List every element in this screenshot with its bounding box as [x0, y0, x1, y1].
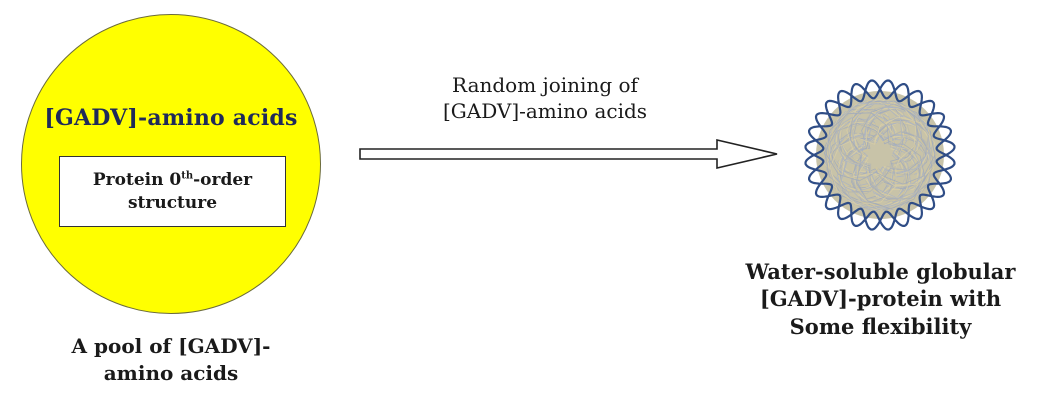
- protein-chain-outline: [804, 79, 956, 231]
- tangle-strand: [833, 102, 931, 212]
- arrow-label: Random joining of [GADV]-amino acids: [442, 73, 648, 123]
- process-arrow: [359, 138, 778, 170]
- tangle-strand: [836, 100, 935, 211]
- pool-title: [GADV]-amino acids: [44, 105, 298, 131]
- pool-caption: A pool of [GADV]- amino acids: [71, 334, 271, 385]
- globule-tangle: [823, 98, 937, 212]
- tangle-strand: [825, 103, 935, 200]
- tangle-strand: [827, 99, 936, 209]
- globular-protein-graphic: [804, 79, 956, 231]
- structure-label-line1: Protein 0th-order: [92, 170, 253, 191]
- tangle-strand: [825, 100, 936, 210]
- protein-caption: Water-soluble globular [GADV]-protein wi…: [745, 259, 1016, 339]
- protein-zeroth-order-structure-box: Protein 0th-order structure: [59, 156, 286, 227]
- structure-label-line2: structure: [127, 192, 218, 213]
- tangle-strand: [829, 98, 935, 205]
